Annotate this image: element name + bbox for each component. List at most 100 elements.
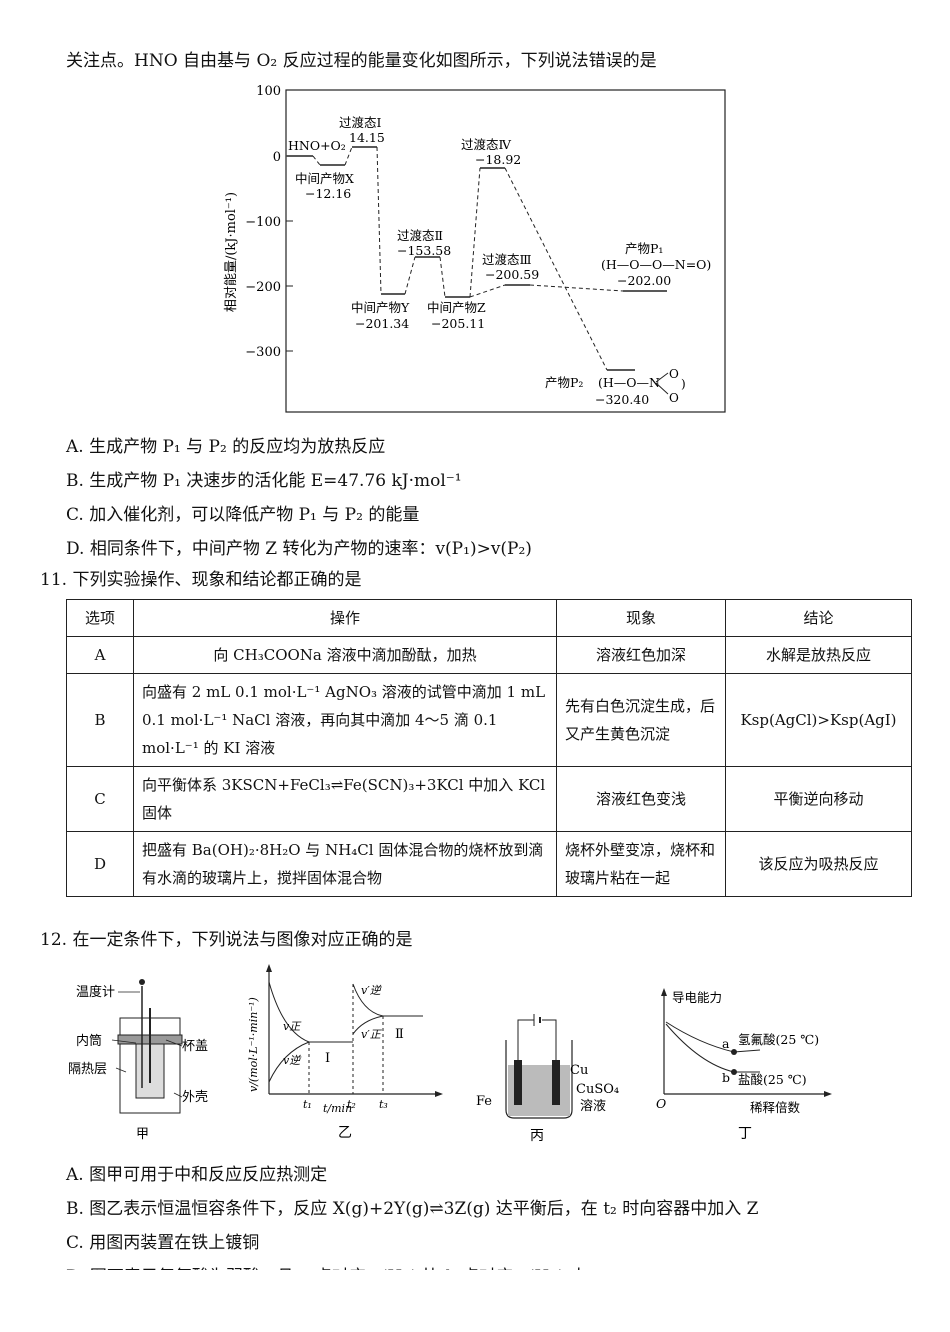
figure-bing-cell: Fe Cu CuSO₄ 溶液 丙: [476, 1014, 619, 1144]
table-row: A 向 CH₃COONa 溶液中滴加酚酞，加热 溶液红色加深 水解是放热反应: [66, 636, 912, 674]
row-conclusion: Ksp(AgCl)>Ksp(AgI): [725, 673, 912, 767]
y-axis-label: 相对能量/(kJ·mol⁻¹): [224, 192, 239, 312]
table-row: C 向平衡体系 3KSCN+FeCl₃⇌Fe(SCN)₃+3KCl 中加入 KC…: [66, 766, 912, 832]
y-tick: 0: [273, 150, 281, 165]
intermediate-z-value: −205.11: [431, 316, 485, 331]
caption-jia: 甲: [136, 1127, 149, 1142]
row-option: C: [66, 766, 134, 832]
label-region-1: Ⅰ: [325, 1051, 330, 1066]
q10-option-b: B. 生成产物 P₁ 决速步的活化能 E=47.76 kJ·mol⁻¹: [66, 471, 462, 491]
hcl-label: 盐酸(25 ℃): [738, 1072, 807, 1087]
ts3-label: 过渡态Ⅲ: [482, 252, 532, 267]
row-option: D: [66, 831, 134, 897]
table-row: B 向盛有 2 mL 0.1 mol·L⁻¹ AgNO₃ 溶液的试管中滴加 1 …: [66, 673, 912, 767]
label-region-2: Ⅱ: [395, 1027, 404, 1042]
label-inner-cup: 内筒: [76, 1033, 102, 1049]
row-operation: 把盛有 Ba(OH)₂·8H₂O 与 NH₄Cl 固体混合物的烧杯放到滴有水滴的…: [133, 831, 557, 897]
origin-label: O: [656, 1096, 666, 1111]
y-tick: −300: [245, 345, 281, 360]
header-conclusion: 结论: [725, 599, 912, 637]
q10-option-a: A. 生成产物 P₁ 与 P₂ 的反应均为放热反应: [66, 437, 386, 457]
ts1-label: 过渡态Ⅰ: [339, 115, 382, 130]
label-v-reverse: v逆: [283, 1054, 302, 1067]
y-axis-label: v/(mol·L⁻¹·min⁻¹): [247, 997, 260, 1092]
ts2-value: −153.58: [397, 243, 451, 258]
ts4-value: −18.92: [475, 152, 521, 167]
svg-text:O: O: [669, 391, 679, 405]
row-operation: 向盛有 2 mL 0.1 mol·L⁻¹ AgNO₃ 溶液的试管中滴加 1 mL…: [133, 673, 557, 767]
product-p2-formula: (H—O—N: [598, 375, 660, 390]
question-10-stem-tail: 关注点。HNO 自由基与 O₂ 反应过程的能量变化如图所示，下列说法错误的是: [66, 51, 657, 71]
caption-yi: 乙: [338, 1125, 352, 1141]
y-axis-label: 导电能力: [672, 990, 722, 1005]
y-tick: −200: [245, 280, 281, 295]
tick-t2: t₂: [347, 1098, 356, 1111]
label-thermometer: 温度计: [76, 984, 115, 1000]
q11-stem: 11. 下列实验操作、现象和结论都正确的是: [40, 570, 362, 590]
row-phenomenon: 溶液红色加深: [556, 636, 726, 674]
figure-ding-conductivity: 导电能力 O 稀释倍数 a b 氢氟酸(25 ℃) 盐酸(25 ℃) 丁: [656, 988, 832, 1142]
point-a-label: a: [722, 1036, 730, 1051]
label-lid: 杯盖: [182, 1039, 208, 1054]
intermediate-x-value: −12.16: [305, 186, 351, 201]
energy-diagram: 100 0 −100 −200 −300 相对能量/(kJ·mol⁻¹) HNO…: [224, 84, 726, 413]
x-axis-label: t/min: [323, 1102, 352, 1115]
table-header-row: 选项 操作 现象 结论: [66, 599, 912, 637]
q11-table: 选项 操作 现象 结论 A 向 CH₃COONa 溶液中滴加酚酞，加热 溶液红色…: [66, 599, 912, 897]
intermediate-y-value: −201.34: [355, 316, 409, 331]
y-tick: 100: [256, 84, 281, 99]
header-operation: 操作: [133, 599, 557, 637]
q10-option-c: C. 加入催化剂，可以降低产物 P₁ 与 P₂ 的能量: [66, 505, 420, 525]
label-v-forward: v正: [283, 1020, 302, 1033]
figure-jia-calorimeter: 温度计 内筒 杯盖 隔热层 外壳 甲: [68, 979, 208, 1142]
q10-option-d: D. 相同条件下，中间产物 Z 转化为产物的速率：v(P₁)>v(P₂): [66, 539, 532, 559]
table-row: D 把盛有 Ba(OH)₂·8H₂O 与 NH₄Cl 固体混合物的烧杯放到滴有水…: [66, 831, 912, 897]
row-operation: 向平衡体系 3KSCN+FeCl₃⇌Fe(SCN)₃+3KCl 中加入 KCl …: [133, 766, 557, 832]
row-phenomenon: 烧杯外壁变凉，烧杯和玻璃片粘在一起: [556, 831, 726, 897]
label-insulation: 隔热层: [68, 1062, 107, 1077]
product-p1-label: 产物P₁: [625, 241, 663, 256]
label-solution: 溶液: [580, 1099, 606, 1114]
reactant-label: HNO+O₂: [288, 138, 346, 153]
caption-bing: 丙: [530, 1128, 544, 1144]
label-cuso4: CuSO₄: [576, 1082, 619, 1097]
ts2-label: 过渡态Ⅱ: [397, 228, 443, 243]
intermediate-x-label: 中间产物X: [295, 171, 354, 186]
label-v-forward-prime: v′正: [361, 1028, 383, 1041]
ts4-label: 过渡态Ⅳ: [461, 137, 512, 152]
header-option: 选项: [66, 599, 134, 637]
row-conclusion: 该反应为吸热反应: [725, 831, 912, 897]
product-p2-label: 产物P₂: [545, 375, 583, 390]
q12-option-a: A. 图甲可用于中和反应反应热测定: [66, 1165, 328, 1185]
row-conclusion: 水解是放热反应: [725, 636, 912, 674]
row-conclusion: 平衡逆向移动: [725, 766, 912, 832]
label-v-reverse-prime: v′逆: [361, 984, 383, 997]
q12-option-d-clip: D. 图丁表示氢氟酸为弱酸，且 a 点对应 c(H⁺) 比 b 点对应 c(H⁺…: [66, 1262, 926, 1270]
header-phenomenon: 现象: [556, 599, 726, 637]
product-p1-value: −202.00: [617, 273, 671, 288]
intermediate-z-label: 中间产物Z: [427, 300, 486, 315]
hf-label: 氢氟酸(25 ℃): [738, 1032, 819, 1047]
ts3-value: −200.59: [485, 267, 539, 282]
row-operation: 向 CH₃COONa 溶液中滴加酚酞，加热: [133, 636, 557, 674]
q12-option-b: B. 图乙表示恒温恒容条件下，反应 X(g)+2Y(g)⇌3Z(g) 达平衡后，…: [66, 1199, 759, 1219]
label-shell: 外壳: [182, 1090, 208, 1105]
row-option: B: [66, 673, 134, 767]
x-axis-label: 稀释倍数: [750, 1100, 801, 1115]
product-p2-value: −320.40: [595, 392, 649, 407]
q12-option-c: C. 用图丙装置在铁上镀铜: [66, 1233, 260, 1253]
tick-t3: t₃: [379, 1098, 388, 1111]
row-phenomenon: 溶液红色变浅: [556, 766, 726, 832]
figure-yi-rate-time: v正 v逆 v′逆 v′正 Ⅰ Ⅱ t₁ t₂ t₃ t/min v/(mol·…: [247, 964, 443, 1141]
svg-text:O: O: [669, 367, 679, 381]
y-tick: −100: [245, 215, 281, 230]
label-cu: Cu: [570, 1063, 588, 1078]
caption-ding: 丁: [738, 1126, 752, 1142]
intermediate-y-label: 中间产物Y: [351, 300, 410, 315]
tick-t1: t₁: [303, 1098, 312, 1111]
svg-text:): ): [681, 377, 686, 391]
label-fe: Fe: [476, 1094, 492, 1109]
q12-stem: 12. 在一定条件下，下列说法与图像对应正确的是: [40, 930, 413, 950]
row-phenomenon: 先有白色沉淀生成，后又产生黄色沉淀: [556, 673, 726, 767]
p2-nitro-group: O O ): [655, 367, 686, 405]
